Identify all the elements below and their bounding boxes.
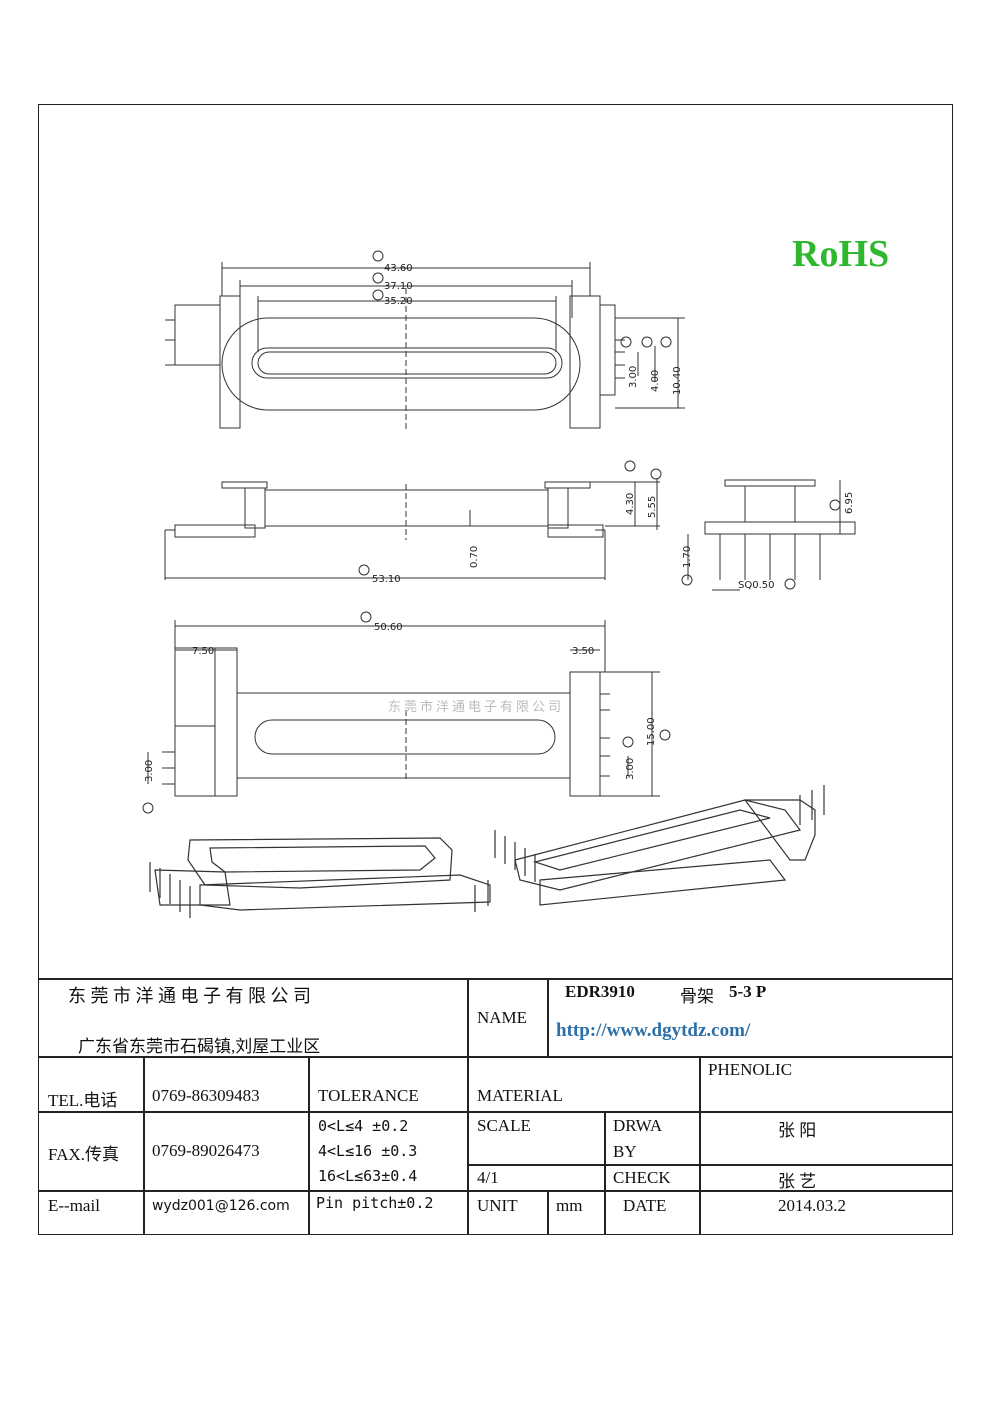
drawn-by-label-1: DRWA xyxy=(613,1116,663,1135)
unit-value: mm xyxy=(556,1196,583,1215)
tolerance-row-3: 16<L≤63±0.4 xyxy=(318,1167,418,1185)
company-name: 东 莞 市 洋 通 电 子 有 限 公 司 xyxy=(68,986,311,1006)
dim-F-label: 10.40 xyxy=(672,366,683,395)
date-value: 2014.03.2 xyxy=(778,1196,846,1215)
dim-J-label: 6.95 xyxy=(844,492,855,514)
email-value: wydz001@126.com xyxy=(152,1198,290,1214)
material-value: PHENOLIC xyxy=(708,1060,793,1079)
check-label: CHECK xyxy=(613,1168,671,1187)
drawing-frame xyxy=(38,104,953,1235)
dim-B-label: 37.10 xyxy=(384,281,413,292)
scale-value: 4/1 xyxy=(477,1168,499,1187)
tolerance-label: TOLERANCE xyxy=(318,1086,419,1105)
watermark: 东莞市洋通电子有限公司 xyxy=(388,700,565,715)
dim-G-label: 4.30 xyxy=(625,493,636,515)
dim-Q-label: 3.00 xyxy=(144,760,155,782)
tel-value: 0769-86309483 xyxy=(152,1086,260,1105)
dim-O-label: 3.00 xyxy=(625,758,636,780)
dim-H-label: 5.55 xyxy=(647,496,658,518)
tolerance-row-2: 4<L≤16 ±0.3 xyxy=(318,1142,418,1160)
part-pins: 5-3 P xyxy=(729,982,767,1001)
name-label: NAME xyxy=(477,1008,528,1027)
date-label: DATE xyxy=(623,1196,667,1215)
dim-C-label: 35.20 xyxy=(384,296,413,307)
dim-R-label: 7.50 xyxy=(192,646,214,657)
company-address: 广东省东莞市石碣镇,刘屋工业区 xyxy=(78,1037,321,1056)
bottom-view xyxy=(142,611,671,814)
dim-P-label: 0.70 xyxy=(469,546,480,568)
isometric-view-left xyxy=(149,837,491,918)
tel-label: TEL.电话 xyxy=(48,1091,118,1110)
part-number: EDR3910 xyxy=(565,982,635,1001)
dim-N-label: 15.00 xyxy=(646,717,657,746)
email-label: E--mail xyxy=(48,1196,100,1215)
side-view xyxy=(164,460,662,580)
tolerance-row-1: 0<L≤4 ±0.2 xyxy=(318,1117,409,1135)
check-value: 张 艺 xyxy=(778,1172,817,1191)
end-view xyxy=(681,479,856,591)
dim-L-label: 53.10 xyxy=(372,574,401,585)
dim-K-label: SQ0.50 xyxy=(738,580,774,591)
dim-A-label: 43.60 xyxy=(384,263,413,274)
unit-label: UNIT xyxy=(477,1196,518,1215)
dim-S-label: 3.50 xyxy=(572,646,594,657)
top-view xyxy=(165,250,685,430)
dim-M-label: 50.60 xyxy=(374,622,403,633)
tolerance-row-4: Pin pitch±0.2 xyxy=(316,1194,434,1212)
website-link[interactable]: http://www.dgytdz.com/ xyxy=(556,1020,751,1041)
isometric-view-right xyxy=(494,785,825,906)
fax-label: FAX.传真 xyxy=(48,1145,119,1164)
fax-value: 0769-89026473 xyxy=(152,1141,260,1160)
dim-I-label: 1.70 xyxy=(682,546,693,568)
drawn-by-value: 张 阳 xyxy=(778,1121,817,1140)
dim-D-label: 3.00 xyxy=(628,366,639,388)
dim-E-label: 4.00 xyxy=(650,370,661,392)
scale-label: SCALE xyxy=(477,1116,531,1135)
part-type: 骨架 xyxy=(680,987,714,1006)
material-label: MATERIAL xyxy=(477,1086,563,1105)
drawn-by-label-2: BY xyxy=(613,1142,637,1161)
rohs-mark: RoHS xyxy=(792,233,890,275)
technical-drawing: 43.60 37.10 35.20 3.00 4.00 10.40 53.10 … xyxy=(142,250,856,918)
